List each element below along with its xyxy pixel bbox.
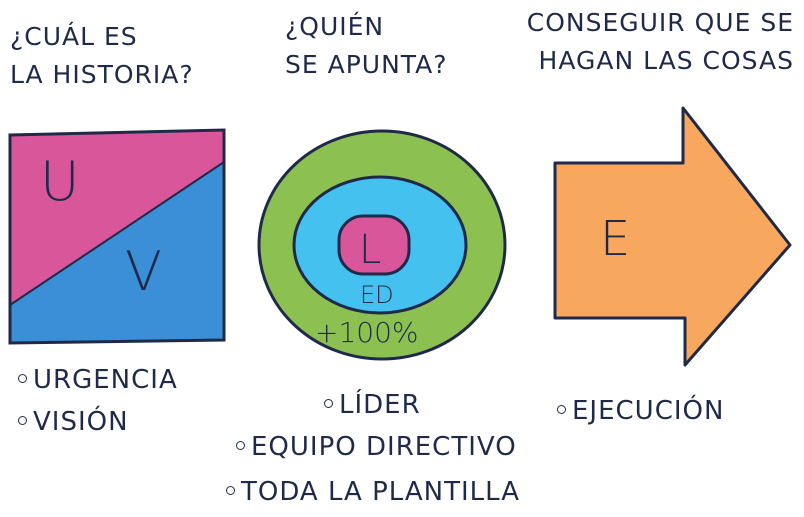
square-vision-half — [10, 162, 224, 343]
bullet-icon — [324, 399, 333, 408]
label-urgency-text: URGENCIA — [33, 365, 178, 395]
label-leader: LÍDER — [324, 388, 421, 422]
urgency-vision-square: U V — [8, 128, 226, 345]
arrow-shape — [553, 106, 792, 367]
square-urgency-half — [10, 130, 224, 305]
bullet-icon — [557, 405, 566, 414]
label-vision: VISIÓN — [18, 405, 129, 439]
execution-arrow: E — [553, 106, 792, 367]
title-get-things-done: CONSEGUIR QUE SE HAGAN LAS COSAS — [526, 8, 794, 75]
label-leader-text: LÍDER — [339, 390, 421, 420]
bullet-icon — [18, 374, 27, 383]
label-urgency: URGENCIA — [18, 363, 178, 397]
circle-center-letter: L — [359, 227, 381, 273]
square-diagonal — [9, 161, 225, 306]
title-who-joins: ¿QUIÉN SE APUNTA? — [285, 12, 448, 79]
label-directive-team-text: EQUIPO DIRECTIVO — [251, 432, 517, 462]
leadership-circles: L ED +100% — [257, 129, 507, 361]
circle-outer-text: +100% — [315, 316, 419, 349]
bullet-icon — [236, 441, 245, 450]
square-outline — [8, 128, 226, 345]
arrow-letter: E — [600, 211, 630, 267]
circle-center-leader — [337, 214, 411, 276]
label-all-staff: TODA LA PLANTILLA — [226, 475, 520, 509]
title-story: ¿CUÁL ES LA HISTORIA? — [10, 22, 194, 89]
label-execution-text: EJECUCIÓN — [572, 396, 725, 426]
label-all-staff-text: TODA LA PLANTILLA — [241, 477, 520, 507]
label-directive-team: EQUIPO DIRECTIVO — [236, 430, 517, 464]
bullet-icon — [18, 416, 27, 425]
circle-middle-letter: ED — [360, 281, 394, 309]
label-vision-text: VISIÓN — [33, 407, 129, 437]
square-letter-top: U — [40, 150, 80, 213]
bullet-icon — [226, 486, 235, 495]
label-execution: EJECUCIÓN — [557, 394, 724, 428]
square-letter-bottom: V — [125, 240, 162, 303]
